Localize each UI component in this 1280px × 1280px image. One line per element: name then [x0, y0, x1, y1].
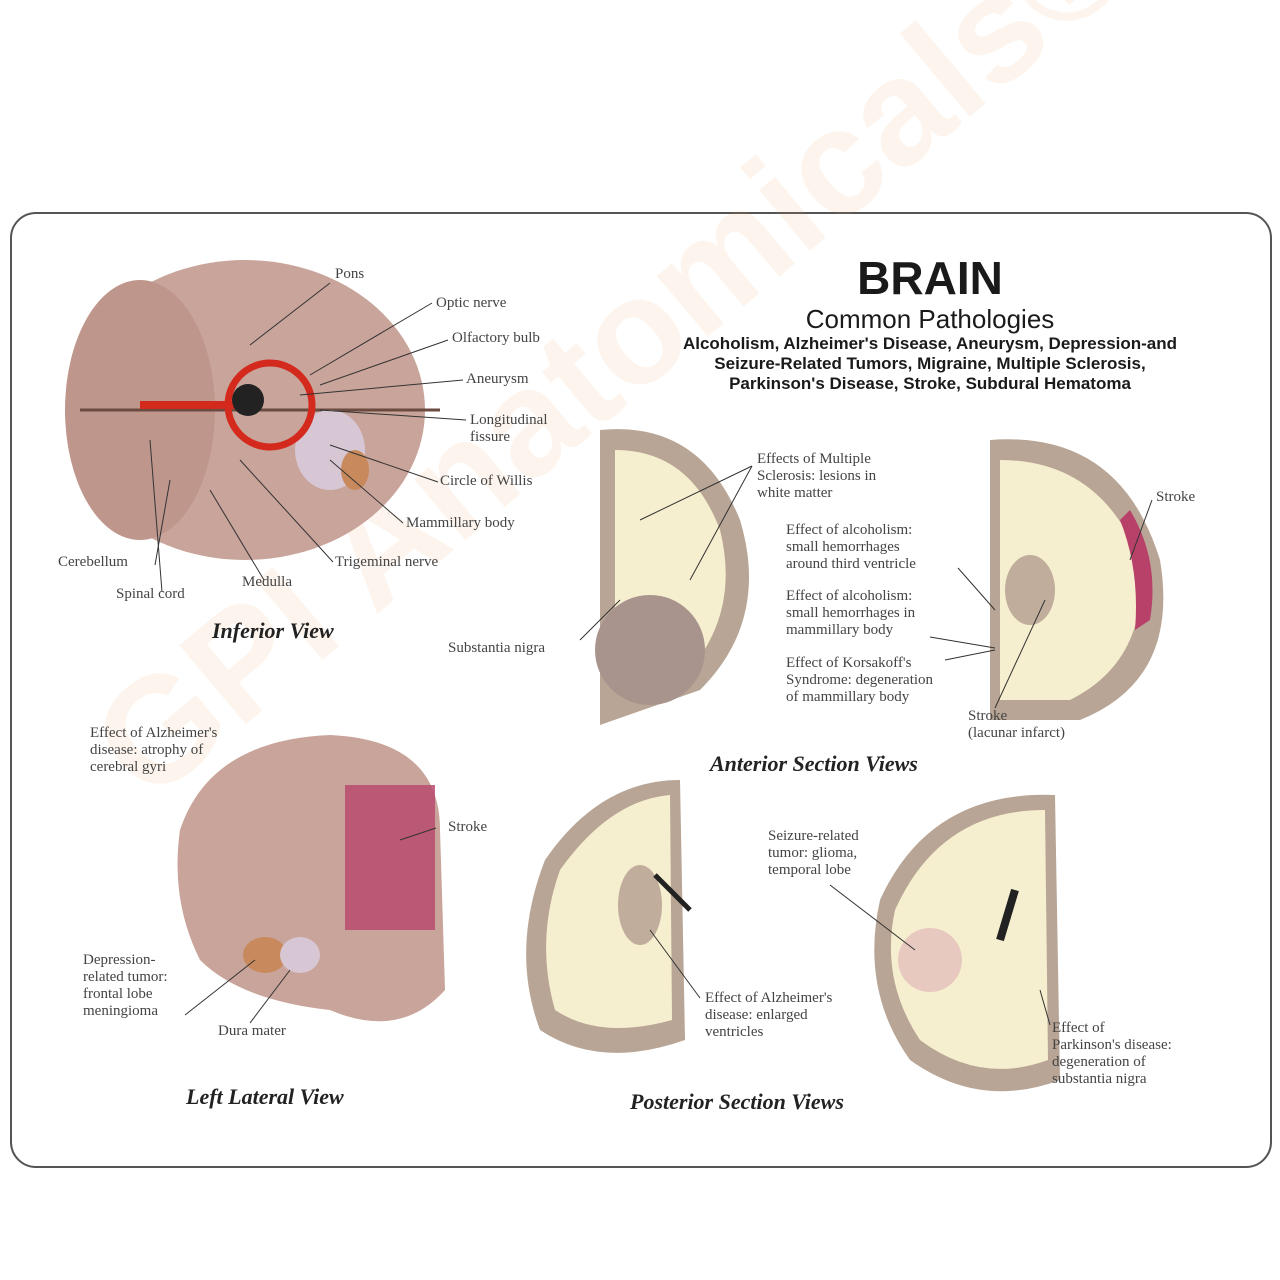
label-mammillary-body: Mammillary body [406, 515, 515, 531]
label-korsakoff: Effect of Korsakoff's Syndrome: degenera… [786, 655, 934, 705]
view-title-posterior: Posterior Section Views [630, 1089, 844, 1114]
lateral-brain [177, 735, 445, 1022]
view-title-anterior: Anterior Section Views [710, 751, 918, 776]
label-spinal-cord: Spinal cord [116, 586, 185, 602]
title-block: BRAIN Common Pathologies Alcoholism, Alz… [640, 252, 1220, 394]
label-cerebellum: Cerebellum [58, 554, 128, 570]
pathology-list: Alcoholism, Alzheimer's Disease, Aneurys… [682, 334, 1178, 393]
label-stroke-lateral: Stroke [448, 819, 488, 835]
label-alzheimer-ventricles: Effect of Alzheimer's disease: enlarged … [705, 990, 833, 1040]
label-depression-tumor: Depression- related tumor: frontal lobe … [83, 952, 168, 1019]
anterior-section-left [595, 429, 749, 725]
title: BRAIN [857, 252, 1003, 304]
posterior-section-right [874, 794, 1060, 1092]
label-seizure-tumor: Seizure-related tumor: glioma, temporal … [768, 828, 859, 878]
label-alcoholism-mammillary: Effect of alcoholism: small hemorrhages … [786, 588, 916, 638]
label-alcoholism-third-ventricle: Effect of alcoholism: small hemorrhages … [786, 522, 916, 572]
view-title-inferior: Inferior View [212, 618, 334, 643]
label-longitudinal-fissure: Longitudinal fissure [470, 412, 548, 445]
label-trigeminal-nerve: Trigeminal nerve [335, 554, 439, 570]
label-alzheimer-gyri: Effect of Alzheimer's disease: atrophy o… [90, 725, 218, 775]
label-parkinson: Effect of Parkinson's disease: degenerat… [1052, 1020, 1172, 1087]
anterior-section-right [990, 439, 1164, 720]
label-stroke-anterior: Stroke [1156, 489, 1196, 505]
leader-lines [149, 282, 1153, 1026]
view-title-lateral: Left Lateral View [186, 1084, 344, 1109]
label-olfactory-bulb: Olfactory bulb [452, 330, 540, 346]
posterior-section-left [526, 780, 692, 1053]
label-multiple-sclerosis: Effects of Multiple Sclerosis: lesions i… [757, 451, 877, 501]
label-stroke-lacunar: Stroke (lacunar infarct) [968, 708, 1066, 741]
subtitle: Common Pathologies [805, 304, 1055, 334]
label-medulla: Medulla [242, 574, 292, 590]
label-aneurysm: Aneurysm [466, 371, 529, 387]
label-optic-nerve: Optic nerve [436, 295, 507, 311]
inferior-brain [65, 260, 440, 560]
label-circle-of-willis: Circle of Willis [440, 473, 533, 489]
label-dura-mater: Dura mater [218, 1023, 286, 1039]
label-substantia-nigra: Substantia nigra [448, 640, 546, 656]
label-pons: Pons [335, 266, 365, 282]
